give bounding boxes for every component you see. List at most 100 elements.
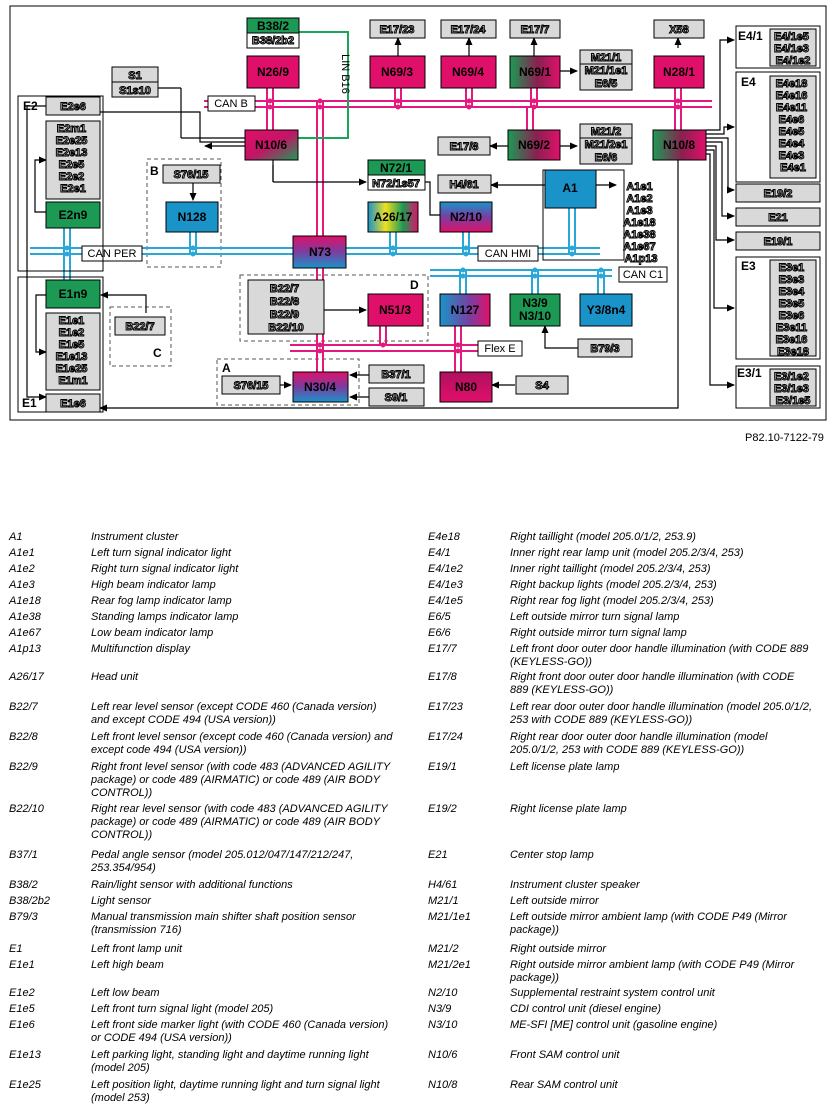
legend-code: A1e18 bbox=[9, 595, 41, 607]
d-list: B22/7 B22/8 B22/9 B22/10 bbox=[268, 283, 303, 334]
legend-code: M21/2e1 bbox=[428, 959, 471, 971]
legend-code: E4/1e3 bbox=[428, 579, 463, 591]
e3-list: E3e1 E3e3 E3e4 E3e5 E3e6 E3e11 E3e16 E3e… bbox=[776, 262, 811, 358]
legend-code: M21/1 bbox=[428, 895, 459, 907]
legend-code: E17/24 bbox=[428, 731, 463, 743]
diagram-frame bbox=[9, 5, 827, 421]
svg-text:N26/9: N26/9 bbox=[257, 65, 289, 79]
a1-list: A1e1 A1e2 A1e3 A1e18 A1e38 A1e67 A1p13 bbox=[623, 181, 658, 265]
svg-text:N10/8: N10/8 bbox=[663, 138, 695, 152]
legend-description: Right front level sensor (with code 483 … bbox=[91, 761, 390, 799]
svg-text:N28/1: N28/1 bbox=[663, 65, 695, 79]
svg-text:S4: S4 bbox=[535, 380, 549, 392]
bus-labels: CAN B CAN PER CAN HMI CAN C1 Flex E LIN … bbox=[81, 54, 668, 357]
legend-description: Rain/light sensor with additional functi… bbox=[91, 879, 293, 891]
legend-description: Head unit bbox=[91, 671, 139, 683]
legend-description: Right license plate lamp bbox=[510, 803, 627, 815]
svg-text:S1s10: S1s10 bbox=[119, 85, 151, 97]
svg-text:N73: N73 bbox=[309, 245, 331, 259]
svg-text:E17/23: E17/23 bbox=[380, 24, 415, 36]
legend-description: Left rear level sensor (except CODE 460 … bbox=[91, 701, 377, 726]
svg-text:E1e6: E1e6 bbox=[60, 398, 86, 410]
legend-code: A26/17 bbox=[9, 671, 44, 683]
legend-code: E1e1 bbox=[9, 959, 35, 971]
svg-text:N69/4: N69/4 bbox=[452, 65, 484, 79]
svg-text:E4/1: E4/1 bbox=[738, 29, 763, 43]
svg-text:E1: E1 bbox=[22, 396, 37, 410]
svg-text:M21/1e1: M21/1e1 bbox=[585, 65, 628, 77]
svg-text:E19/1: E19/1 bbox=[764, 236, 793, 248]
component-boxes: B38/2b2 E17/23 E17/24 E17/7 X58 M21/1 M2… bbox=[45, 19, 821, 413]
svg-text:N69/3: N69/3 bbox=[381, 65, 413, 79]
legend-code: H4/61 bbox=[428, 879, 458, 891]
legend-description: Left low beam bbox=[91, 987, 160, 999]
legend-description: Rear fog lamp indicator lamp bbox=[91, 595, 232, 607]
svg-text:A1: A1 bbox=[562, 181, 578, 195]
svg-text:N128: N128 bbox=[178, 210, 207, 224]
legend-code: A1e3 bbox=[9, 579, 35, 591]
legend-code: N10/8 bbox=[428, 1079, 458, 1091]
legend-code: A1e38 bbox=[9, 611, 41, 623]
svg-text:N3/9: N3/9 bbox=[522, 296, 548, 310]
legend-description: Left front lamp unit bbox=[91, 943, 183, 955]
legend-code: B38/2b2 bbox=[9, 895, 50, 907]
svg-text:N3/10: N3/10 bbox=[519, 309, 551, 323]
can-per-label: CAN PER bbox=[88, 248, 137, 260]
svg-text:S9/1: S9/1 bbox=[385, 392, 408, 404]
svg-text:E2n9: E2n9 bbox=[59, 208, 88, 222]
legend-description: Center stop lamp bbox=[510, 849, 594, 861]
can-b-label: CAN B bbox=[214, 98, 248, 110]
svg-text:X58: X58 bbox=[669, 24, 689, 36]
legend-description: Rear SAM control unit bbox=[510, 1079, 618, 1091]
lin-b16-label: LIN B16 bbox=[339, 54, 351, 94]
legend-code: E1 bbox=[9, 943, 23, 955]
legend-description: Light sensor bbox=[91, 895, 151, 907]
legend-code: N10/6 bbox=[428, 1049, 458, 1061]
legend-code: B22/8 bbox=[9, 731, 38, 743]
control-modules: B38/2 N26/9 N69/3 N69/4 N69/1 N28/1 N10/… bbox=[45, 17, 707, 403]
group-labels: A B C D E2 E1 E4/1 E4 E3 E3/1 bbox=[22, 29, 763, 410]
svg-text:C: C bbox=[153, 346, 162, 360]
lin-b16-wire bbox=[273, 31, 349, 139]
svg-text:E2e6: E2e6 bbox=[60, 101, 86, 113]
legend-description: Left rear door outer door handle illumin… bbox=[510, 701, 813, 726]
legend-code: A1 bbox=[9, 531, 23, 543]
legend-description: Manual transmission main shifter shaft p… bbox=[91, 911, 356, 936]
legend-description: Right rear fog light (model 205.2/3/4, 2… bbox=[510, 595, 714, 607]
legend-description: High beam indicator lamp bbox=[91, 579, 216, 591]
legend-code: N3/10 bbox=[428, 1019, 458, 1031]
legend-description: Left turn signal indicator light bbox=[91, 547, 232, 559]
group-frames bbox=[17, 25, 821, 413]
svg-text:N69/2: N69/2 bbox=[518, 138, 550, 152]
legend-description: Right outside mirror ambient lamp (with … bbox=[510, 959, 795, 984]
legend-code: A1p13 bbox=[9, 643, 41, 655]
svg-text:N10/6: N10/6 bbox=[255, 138, 287, 152]
svg-text:M21/1: M21/1 bbox=[591, 52, 622, 64]
legend-code: E17/7 bbox=[428, 643, 457, 655]
svg-text:E2: E2 bbox=[23, 99, 38, 113]
legend-code: B79/3 bbox=[9, 911, 38, 923]
legend-description: Left front turn signal light (model 205) bbox=[91, 1003, 274, 1015]
legend-description: Inner right taillight (model 205.2/3/4, … bbox=[510, 563, 711, 575]
legend-code: E17/8 bbox=[428, 671, 457, 683]
can-c1-label: CAN C1 bbox=[623, 269, 663, 281]
legend-code: N3/9 bbox=[428, 1003, 452, 1015]
legend-code: E1e25 bbox=[9, 1079, 41, 1091]
legend-description: Supplemental restraint system control un… bbox=[510, 987, 715, 999]
legend-description: Right outside mirror turn signal lamp bbox=[510, 627, 687, 639]
legend-code: B22/7 bbox=[9, 701, 38, 713]
legend-description: Instrument cluster bbox=[91, 531, 179, 543]
svg-text:N69/1: N69/1 bbox=[519, 65, 551, 79]
svg-text:E6/6: E6/6 bbox=[595, 152, 618, 164]
svg-text:S1: S1 bbox=[128, 70, 141, 82]
legend-description: Left high beam bbox=[91, 959, 164, 971]
svg-text:M21/2e1: M21/2e1 bbox=[585, 139, 628, 151]
legend-description: Right taillight (model 205.0/1/2, 253.9) bbox=[510, 531, 696, 543]
svg-text:N51/3: N51/3 bbox=[379, 303, 411, 317]
legend-description: Left license plate lamp bbox=[510, 761, 620, 773]
legend-code: A1e1 bbox=[9, 547, 35, 559]
legend-description: Instrument cluster speaker bbox=[510, 879, 640, 891]
e2-list: E2m1 E2e25 E2e13 E2e5 E2e2 E2e1 bbox=[56, 123, 91, 195]
legend-description: Front SAM control unit bbox=[510, 1049, 620, 1061]
module-n26-9-box bbox=[246, 55, 300, 89]
